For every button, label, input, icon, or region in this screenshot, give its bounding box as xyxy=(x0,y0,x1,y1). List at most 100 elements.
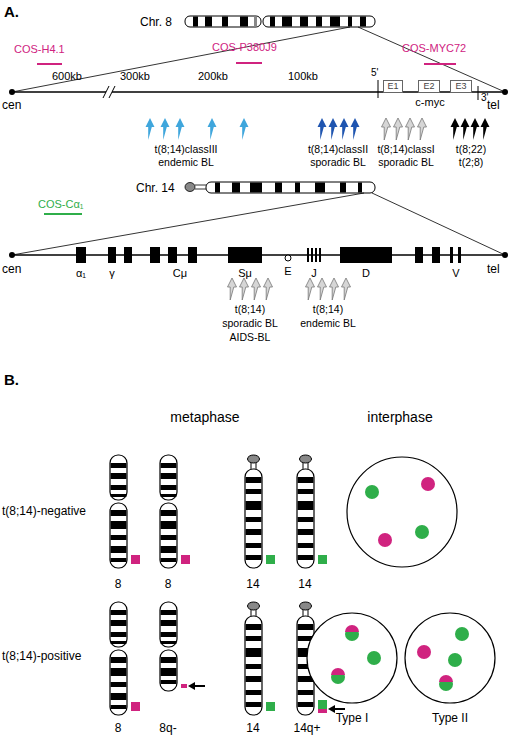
breakpoint-arrows-class-II xyxy=(329,118,338,140)
cosmid-probe-bar xyxy=(44,213,82,215)
text-label: COS-P380J9 xyxy=(212,42,277,53)
zoom-lines xyxy=(12,193,505,255)
chromosome-8-ideogram xyxy=(348,17,352,27)
chromosome-8-ideogram xyxy=(282,17,292,27)
breakpoint-arrows-joining xyxy=(342,278,351,300)
text-label: sporadic BL xyxy=(222,318,277,329)
igh-locus-map xyxy=(311,248,313,262)
breakpoint-arrows-variant xyxy=(461,118,470,140)
breakpoint-arrows-variant xyxy=(481,118,490,140)
text-label: COS-H4.1 xyxy=(14,44,65,55)
igh-locus-map xyxy=(150,247,160,263)
text-label: γ xyxy=(109,268,115,279)
chr8-map-line xyxy=(9,89,15,95)
chromosome-14-ideogram xyxy=(185,183,195,192)
igh-locus-map xyxy=(228,247,262,263)
metaphase-chromosomes-negative xyxy=(181,555,190,564)
chromosome-14-ideogram xyxy=(315,183,325,193)
metaphase-chromosomes-positive xyxy=(266,702,275,711)
text-label: A. xyxy=(4,4,19,19)
chromosome-8-ideogram xyxy=(193,17,198,27)
chromosome-14-ideogram xyxy=(250,183,262,193)
metaphase-chromosomes-negative xyxy=(110,455,327,568)
exon-label: E2 xyxy=(423,82,434,91)
breakpoint-arrows-class-III xyxy=(176,118,185,140)
text-label: D xyxy=(362,268,370,279)
breakpoint-arrows-class-III xyxy=(146,118,155,140)
igh-locus-map xyxy=(76,247,86,263)
igh-locus-map xyxy=(285,255,291,261)
text-label: α₁ xyxy=(76,268,86,279)
chromosome-8-ideogram xyxy=(263,16,375,27)
interphase-nucleus xyxy=(347,457,457,567)
text-label: c-myc xyxy=(415,97,444,108)
chromosome-14-ideogram xyxy=(215,183,220,193)
zoom-lines xyxy=(12,27,350,92)
metaphase-chromosomes-negative xyxy=(131,555,140,564)
breakpoint-arrows-class-I xyxy=(418,118,427,140)
text-label: 5' xyxy=(371,68,378,78)
igh-locus-map xyxy=(319,248,321,262)
igh-locus-map xyxy=(168,247,177,263)
chromosome-14-ideogram xyxy=(358,183,362,193)
nucleus-outline xyxy=(306,612,398,704)
igh-locus-map xyxy=(108,247,116,263)
chr8-map-line xyxy=(109,86,115,98)
interphase-nucleus xyxy=(421,477,435,491)
igh-locus-map xyxy=(315,248,317,262)
breakpoint-arrows-class-I xyxy=(382,118,427,140)
breakpoint-arrows-class-I xyxy=(382,118,391,140)
cosmid-probe-bars xyxy=(236,62,262,64)
text-label: t(8;14)classI xyxy=(377,144,434,155)
metaphase-chromosomes-positive xyxy=(318,700,327,709)
text-label: E xyxy=(284,266,291,277)
interphase-nucleus: Type I xyxy=(306,612,398,704)
text-label: COS-MYC72 xyxy=(402,43,466,54)
chromosome-8-ideogram xyxy=(222,17,228,27)
breakpoint-arrows-switch xyxy=(240,278,249,300)
breakpoint-arrows-joining xyxy=(306,278,351,300)
breakpoint-arrows-variant xyxy=(471,118,480,140)
text-label: metaphase xyxy=(170,410,239,424)
breakpoint-arrows-switch xyxy=(228,278,237,300)
nucleus-outline xyxy=(404,612,496,704)
text-label: Cμ xyxy=(173,268,187,279)
text-label: V xyxy=(452,268,459,279)
text-label: 14 xyxy=(246,578,259,590)
metaphase-chromosomes-positive xyxy=(318,709,327,713)
chr8-map-line xyxy=(478,86,479,100)
metaphase-chromosomes-positive xyxy=(245,602,262,715)
metaphase-chromosomes-positive xyxy=(188,682,195,690)
text-label: AIDS-BL xyxy=(230,332,271,343)
interphase-nucleus: Type II xyxy=(404,612,496,704)
text-label: 8 xyxy=(165,578,172,590)
text-label: t(8;14) xyxy=(313,304,343,315)
breakpoint-arrows-class-II xyxy=(351,118,360,140)
text-label: 8 xyxy=(115,578,122,590)
metaphase-chromosomes-negative xyxy=(110,455,127,568)
chr8-map-line xyxy=(103,86,109,98)
igh-locus-map xyxy=(307,248,309,262)
igh-locus-map xyxy=(502,252,508,258)
chromosome-8-ideogram xyxy=(254,17,257,27)
chromosome-14-ideogram xyxy=(185,182,375,193)
text-label: 8 xyxy=(115,722,122,734)
metaphase-chromosomes-positive xyxy=(131,702,140,711)
nucleus-circle xyxy=(405,613,495,703)
nucleus-type-label: Type I xyxy=(336,712,369,724)
metaphase-chromosomes-negative xyxy=(245,455,262,568)
igh-locus-map xyxy=(188,247,197,263)
igh-locus-map xyxy=(340,247,392,263)
breakpoint-arrows-class-II xyxy=(340,118,349,140)
igh-locus-map xyxy=(458,247,461,263)
zoom-lines xyxy=(12,193,364,255)
text-label: endemic BL xyxy=(158,157,213,168)
breakpoint-arrows-class-I xyxy=(394,118,403,140)
text-label: cen xyxy=(2,263,21,275)
chromosome-14-ideogram xyxy=(195,185,206,186)
breakpoint-arrows-class-III xyxy=(240,118,249,140)
chromosome-14-ideogram xyxy=(195,189,206,190)
text-label: t(8;14)-positive xyxy=(2,650,81,662)
text-label: 200kb xyxy=(198,71,228,82)
